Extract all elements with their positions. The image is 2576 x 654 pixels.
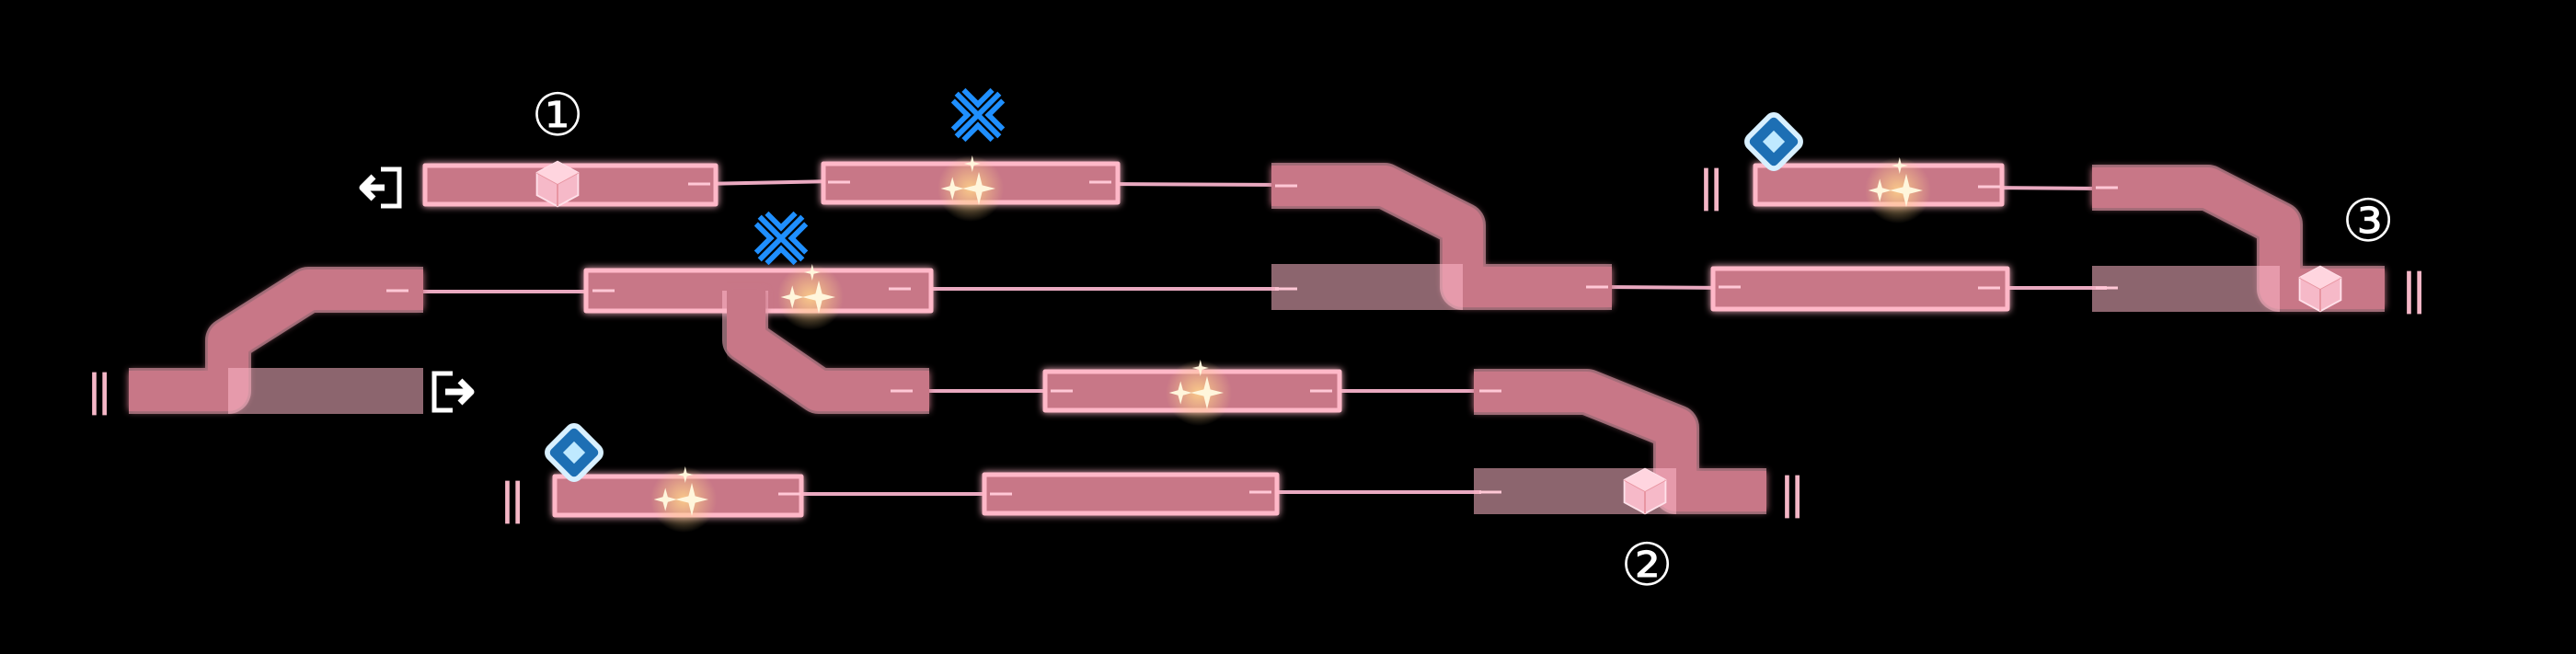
track-segment [1710,266,2010,312]
sparkle-icon[interactable] [1865,157,1931,224]
track-segment [982,472,1280,516]
checkpoint-3-label: ③ [2341,188,2394,256]
checkpoint-1-label: ① [531,82,583,150]
double-bar-gate-icon[interactable] [1787,476,1797,519]
double-bar-gate-icon[interactable] [507,481,517,524]
segment-ticks [386,180,2118,496]
track-bend [1271,166,1612,307]
ice-snowflake-icon[interactable] [955,92,1001,138]
sparkle-icon[interactable] [777,264,844,330]
track-bend [725,291,929,411]
double-bar-gate-icon[interactable] [2409,271,2419,315]
double-bar-gate-icon[interactable] [1706,168,1716,212]
double-bar-gate-icon[interactable] [94,373,104,416]
door-exit-icon[interactable] [431,371,475,413]
diamond-switch-icon[interactable] [545,423,604,482]
track-segments [129,161,2385,518]
link-lines [405,179,2108,496]
track-bend [129,270,423,411]
diamond-switch-icon[interactable] [1744,112,1803,171]
sparkle-icon[interactable] [1166,360,1232,426]
track-bend [1474,372,1766,511]
checkpoint-2-label: ② [1620,532,1673,600]
sparkle-icon[interactable] [650,466,717,533]
ice-snowflake-icon[interactable] [758,215,804,261]
sparkle-icon[interactable] [937,155,1004,222]
door-enter-icon[interactable] [359,166,402,209]
